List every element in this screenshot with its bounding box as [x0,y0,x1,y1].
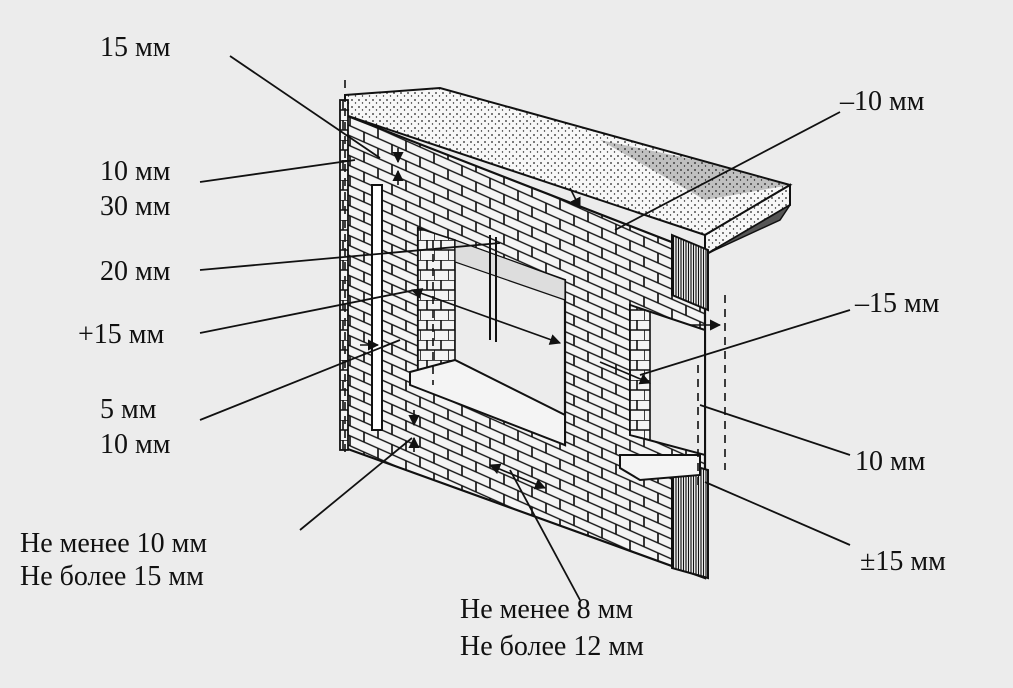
brick-wall-left-edge [339,99,349,451]
label-bottom-mid-max: Не более 12 мм [460,631,644,662]
label-bottom-left-min: Не менее 10 мм [20,528,207,559]
labels: 15 мм 10 мм 30 мм 20 мм +15 мм 5 мм 10 м… [20,32,946,662]
label-20mm-left: 20 мм [100,256,171,287]
wall-end-section [671,233,709,580]
label-bottom-left-max: Не более 15 мм [20,561,204,592]
label-top-15mm: 15 мм [100,32,171,63]
floor-slab [344,86,793,257]
label-10mm-left: 10 мм [100,156,171,187]
label-right-minus15: –15 мм [854,288,940,319]
label-bottom-mid-min: Не менее 8 мм [460,594,633,625]
dimension-arrows [360,148,722,490]
leader-lines [199,55,851,601]
label-right-10mm: 10 мм [855,446,926,477]
label-right-pm15: ±15 мм [860,546,946,577]
label-plus15mm-left: +15 мм [78,319,165,350]
label-30mm-left: 30 мм [100,191,171,222]
label-10mm-left-b: 10 мм [100,429,171,460]
left-rod [371,184,383,431]
label-5mm-left: 5 мм [100,394,157,425]
right-opening [619,303,706,482]
label-right-minus10: –10 мм [839,86,925,117]
